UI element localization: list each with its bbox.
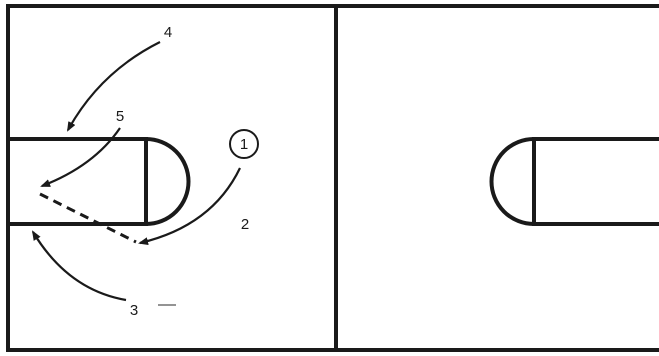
right-free-throw-circle bbox=[489, 137, 535, 226]
pass-line-dashed bbox=[39, 192, 137, 244]
cut-arrow-player-3 bbox=[31, 230, 127, 302]
left-free-throw-circle bbox=[145, 137, 191, 226]
player-4-label: 4 bbox=[164, 24, 172, 41]
player-5-label: 5 bbox=[116, 108, 124, 125]
player-1-circle bbox=[229, 129, 259, 159]
player-3-label: 3 bbox=[130, 302, 138, 319]
player-2-label: 2 bbox=[241, 216, 249, 233]
right-free-throw-lane bbox=[532, 137, 659, 226]
left-free-throw-lane bbox=[8, 137, 148, 226]
cut-arrow-player-5 bbox=[40, 127, 121, 188]
cut-arrow-player-1 bbox=[138, 167, 241, 246]
court-boundary bbox=[6, 4, 659, 352]
player-1-label: 1 bbox=[240, 136, 248, 153]
cut-arrow-player-4 bbox=[67, 41, 161, 132]
